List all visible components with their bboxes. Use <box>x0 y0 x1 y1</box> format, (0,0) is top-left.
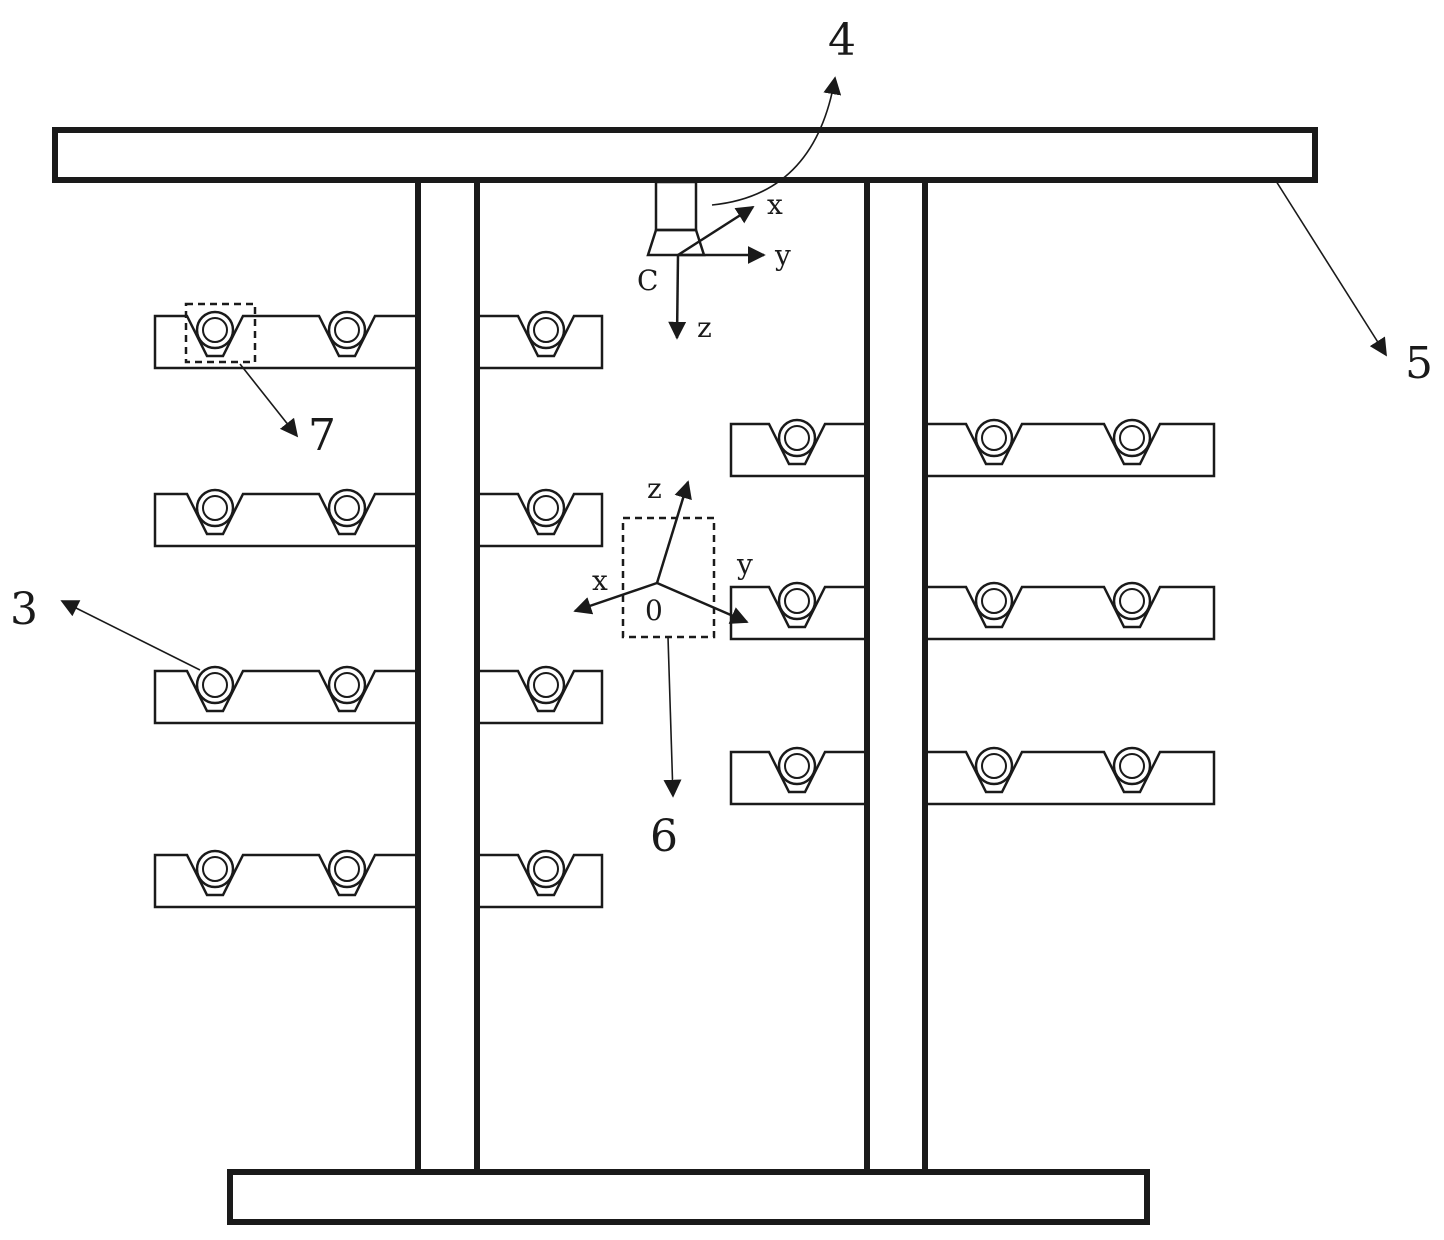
ref-label-6: 6 <box>650 811 678 862</box>
right-column <box>864 177 928 1175</box>
tube-bore <box>981 588 1007 614</box>
camera-z-axis <box>668 254 687 340</box>
tube-bore <box>533 317 559 343</box>
tube-bore <box>533 495 559 521</box>
object-origin-label: 0 <box>645 594 663 627</box>
object-z-axis <box>655 480 692 584</box>
ref-label-7: 7 <box>308 410 336 461</box>
camera-z-label: z <box>697 311 712 344</box>
tube-bore <box>981 425 1007 451</box>
tube-bore <box>202 672 228 698</box>
camera-origin-label: C <box>637 264 658 297</box>
tube-bore <box>334 317 360 343</box>
leader-3 <box>60 600 201 671</box>
left-shelf-inner <box>153 492 420 548</box>
right-shelf-inner <box>729 422 869 478</box>
object-frame-box <box>621 516 716 639</box>
leader-7 <box>239 363 299 438</box>
tube-bore <box>334 495 360 521</box>
camera-frame: x y z C <box>637 188 791 344</box>
object-y-label: y <box>736 548 753 581</box>
object-z-label: z <box>647 472 662 505</box>
right-shelf-outer <box>923 750 1216 806</box>
tube-bore <box>981 753 1007 779</box>
left-shelf-outer <box>475 492 604 548</box>
tube-bore <box>202 495 228 521</box>
leader-4 <box>711 76 842 206</box>
camera-y-label: y <box>774 239 791 272</box>
tube-bore <box>533 672 559 698</box>
shelf-group <box>153 310 1216 909</box>
tube-bore <box>784 425 810 451</box>
left-column <box>415 177 480 1175</box>
camera-body <box>654 180 698 232</box>
left-shelf-inner <box>153 669 420 725</box>
left-shelf-inner <box>153 314 420 370</box>
tube-bore <box>784 588 810 614</box>
ref-label-4: 4 <box>828 15 856 66</box>
tube-bore <box>784 753 810 779</box>
tube-bore <box>202 317 228 343</box>
ref-label-5: 5 <box>1405 338 1433 389</box>
base-beam <box>227 1169 1150 1225</box>
right-shelf-inner <box>729 585 869 641</box>
right-shelf-outer <box>923 585 1216 641</box>
ref-label-3: 3 <box>10 584 38 635</box>
left-shelf-outer <box>475 314 604 370</box>
tube-bore <box>334 672 360 698</box>
left-shelf-outer <box>475 853 604 909</box>
camera-x-label: x <box>767 188 783 221</box>
leader-5 <box>1275 180 1387 357</box>
tube-bore <box>1119 588 1145 614</box>
tube-bore <box>1119 425 1145 451</box>
top-beam <box>52 127 1318 183</box>
tube-bore <box>202 856 228 882</box>
right-shelf-outer <box>923 422 1216 478</box>
right-shelf-inner <box>729 750 869 806</box>
left-shelf-outer <box>475 669 604 725</box>
detail-box-7 <box>184 302 257 364</box>
leader-6 <box>663 636 682 798</box>
camera-x-axis <box>677 205 755 257</box>
object-x-label: x <box>592 564 608 597</box>
left-shelf-inner <box>153 853 420 909</box>
object-y-axis <box>656 581 749 624</box>
tube-bore <box>533 856 559 882</box>
tube-bore <box>1119 753 1145 779</box>
tube-bore <box>334 856 360 882</box>
object-x-axis <box>573 581 658 615</box>
